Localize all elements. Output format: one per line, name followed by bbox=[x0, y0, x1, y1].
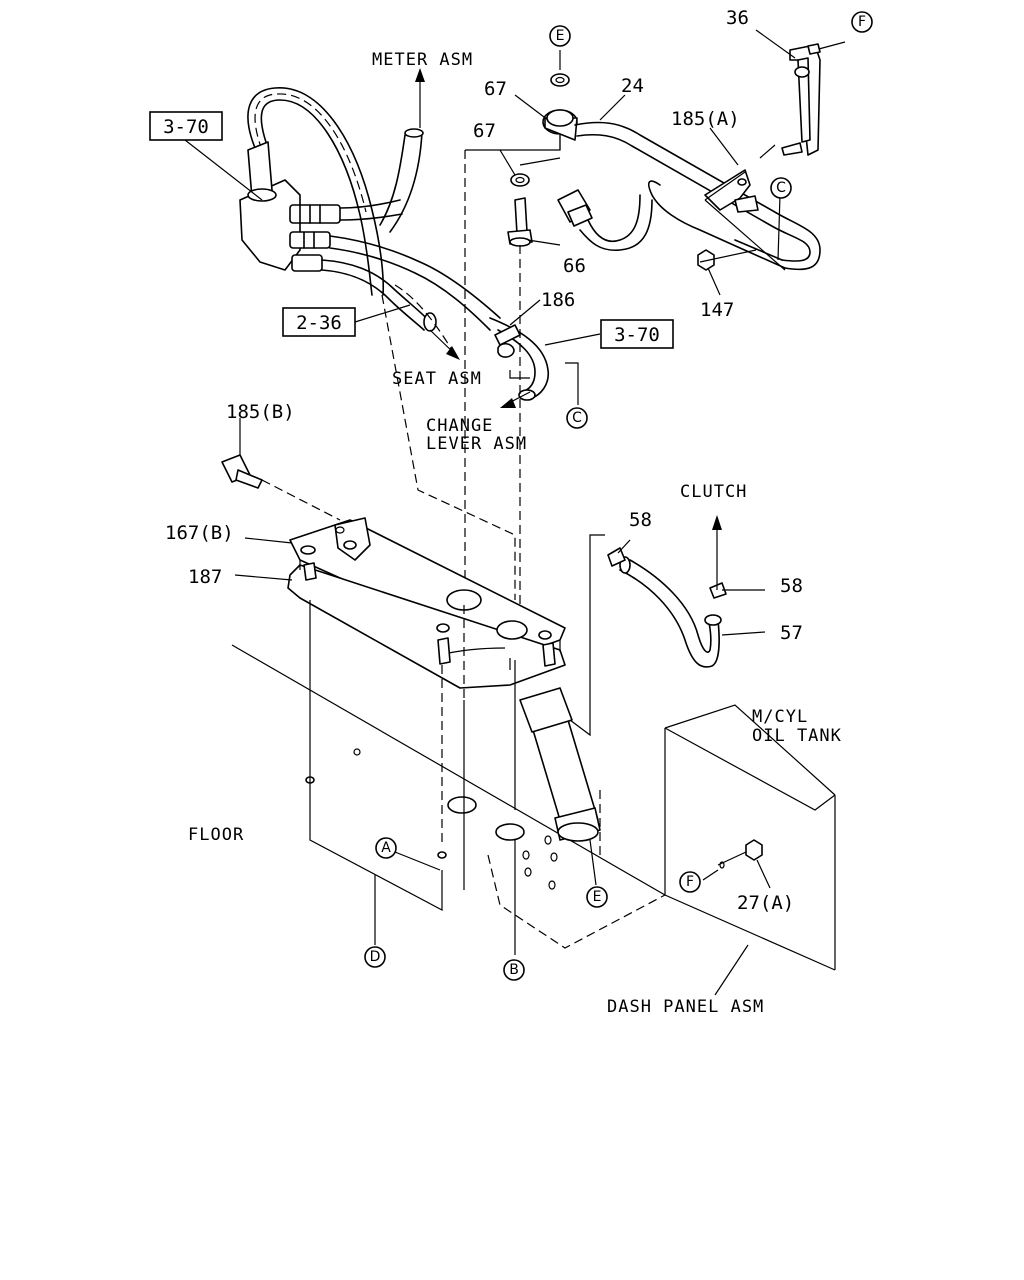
part-number-185a: 185(A) bbox=[671, 108, 740, 130]
connector-c-right[interactable]: C bbox=[770, 177, 792, 199]
part-number-27a: 27(A) bbox=[737, 892, 794, 914]
part-number-67-upper: 67 bbox=[484, 78, 507, 100]
mcyl-label-line1: M/CYL bbox=[752, 707, 808, 727]
part-number-36: 36 bbox=[726, 7, 749, 29]
connector-a-label: A bbox=[381, 840, 391, 856]
meter-asm-label: METER ASM bbox=[372, 50, 473, 70]
part-number-24: 24 bbox=[621, 75, 644, 97]
mcyl-label-line2: OIL TANK bbox=[752, 726, 842, 746]
part-number-58-lower: 58 bbox=[780, 575, 803, 597]
connector-b[interactable]: B bbox=[503, 959, 525, 981]
part-number-67-lower: 67 bbox=[473, 120, 496, 142]
connector-f-low[interactable]: F bbox=[679, 871, 701, 893]
part-number-185b: 185(B) bbox=[226, 401, 295, 423]
ref-box-3-70-right[interactable] bbox=[600, 319, 674, 349]
seat-asm-label: SEAT ASM bbox=[392, 369, 482, 389]
connector-d-label: D bbox=[370, 949, 381, 965]
floor-label: FLOOR bbox=[188, 825, 244, 845]
connector-b-label: B bbox=[509, 962, 519, 978]
part-number-147: 147 bbox=[700, 299, 734, 321]
ref-box-3-70-upper-label: 3-70 bbox=[163, 116, 209, 138]
clutch-label: CLUTCH bbox=[680, 482, 747, 502]
connector-e-top[interactable]: E bbox=[549, 25, 571, 47]
change-lever-label-line1: CHANGE bbox=[426, 416, 493, 436]
change-lever-label-line2: LEVER ASM bbox=[426, 434, 527, 454]
change-lever-column bbox=[519, 534, 605, 842]
part-number-57: 57 bbox=[780, 622, 803, 644]
connector-c-lower[interactable]: C bbox=[566, 407, 588, 429]
part-number-58-upper: 58 bbox=[629, 509, 652, 531]
connector-c-lower-label: C bbox=[572, 410, 582, 426]
connector-f-low-label: F bbox=[686, 874, 694, 890]
connector-e-low[interactable]: E bbox=[586, 886, 608, 908]
connector-a[interactable]: A bbox=[375, 837, 397, 859]
clutch-hose bbox=[607, 547, 727, 668]
connector-c-right-label: C bbox=[776, 180, 786, 196]
connector-f-top[interactable]: F bbox=[851, 11, 873, 33]
connector-e-low-label: E bbox=[593, 889, 602, 905]
dash-panel-label: DASH PANEL ASM bbox=[607, 997, 764, 1017]
ref-box-2-36-label: 2-36 bbox=[296, 312, 342, 334]
ref-box-3-70-upper[interactable] bbox=[149, 111, 223, 141]
connector-e-top-label: E bbox=[556, 28, 565, 44]
valve-assembly bbox=[239, 87, 550, 401]
part-number-66: 66 bbox=[563, 255, 586, 277]
part-number-167b: 167(B) bbox=[165, 522, 234, 544]
pipe-assembly bbox=[507, 41, 846, 271]
part-number-186: 186 bbox=[541, 289, 575, 311]
ref-box-2-36[interactable] bbox=[282, 307, 356, 337]
connector-d[interactable]: D bbox=[364, 946, 386, 968]
part-number-187: 187 bbox=[188, 566, 222, 588]
ref-box-3-70-right-label: 3-70 bbox=[614, 324, 660, 346]
plate-assembly bbox=[221, 454, 566, 689]
connector-f-top-label: F bbox=[858, 14, 866, 30]
oil-tank bbox=[664, 704, 836, 971]
